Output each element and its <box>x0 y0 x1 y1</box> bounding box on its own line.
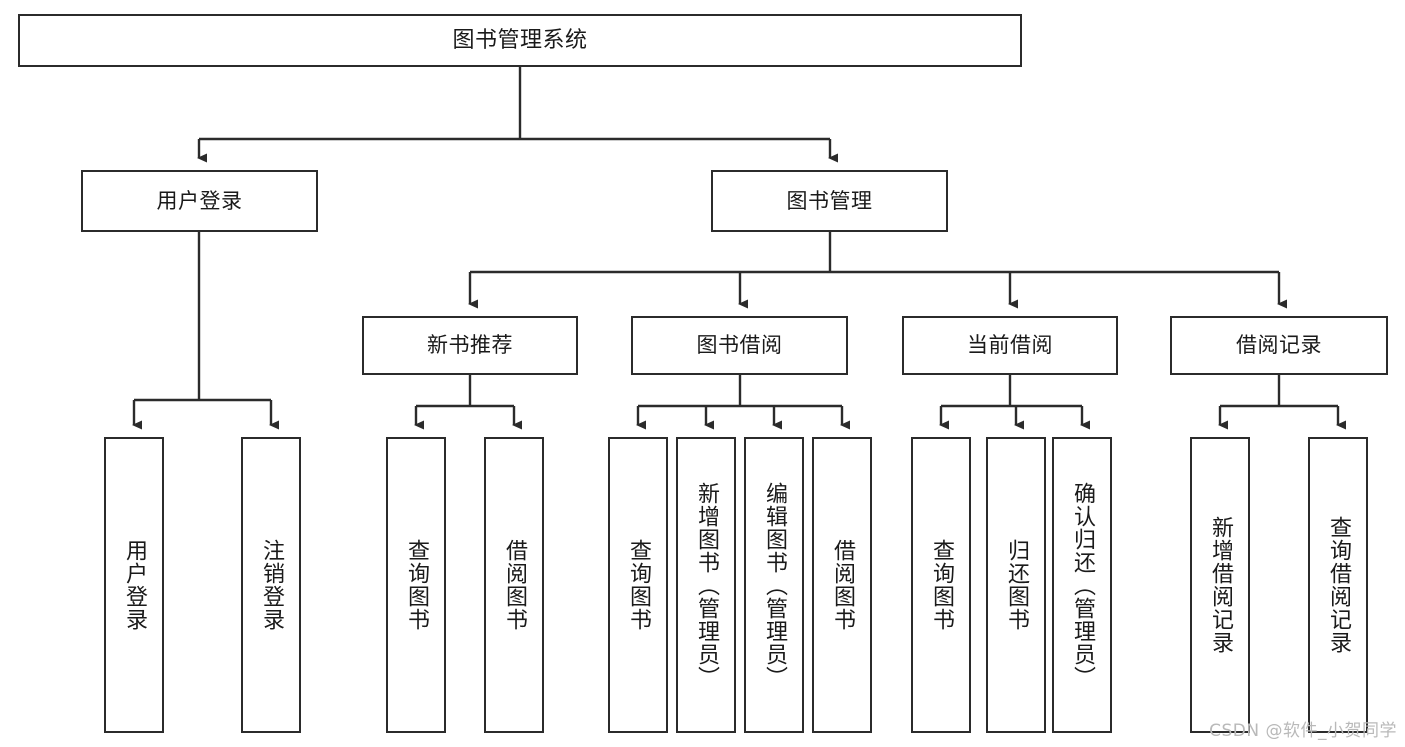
node-leaf-edit-book-label: 编辑图书（管理员） <box>761 481 787 689</box>
node-leaf-return-book-label: 归还图书 <box>1003 539 1029 631</box>
node-book-borrow-label: 图书借阅 <box>696 333 783 358</box>
node-leaf-borrow-book-rec-label: 借阅图书 <box>501 539 527 631</box>
node-leaf-query-record[interactable]: 查询借阅记录 <box>1308 437 1368 733</box>
node-leaf-user-login-label: 用户登录 <box>121 539 147 631</box>
node-leaf-query-book-b-label: 查询图书 <box>625 539 651 631</box>
node-leaf-confirm-return[interactable]: 确认归还（管理员） <box>1052 437 1112 733</box>
node-new-book-rec[interactable]: 新书推荐 <box>362 316 578 375</box>
node-book-manage-label: 图书管理 <box>786 188 873 213</box>
node-leaf-borrow-book-rec[interactable]: 借阅图书 <box>484 437 544 733</box>
node-leaf-confirm-return-label: 确认归还（管理员） <box>1069 481 1095 689</box>
node-leaf-logout-label: 注销登录 <box>258 539 284 631</box>
node-leaf-borrow-book-b-label: 借阅图书 <box>829 539 855 631</box>
node-leaf-borrow-book-b[interactable]: 借阅图书 <box>812 437 872 733</box>
node-leaf-query-book-rec[interactable]: 查询图书 <box>386 437 446 733</box>
node-leaf-query-book-c[interactable]: 查询图书 <box>911 437 971 733</box>
node-borrow-record-label: 借阅记录 <box>1236 333 1322 358</box>
node-current-borrow[interactable]: 当前借阅 <box>902 316 1118 375</box>
node-leaf-return-book[interactable]: 归还图书 <box>986 437 1046 733</box>
node-book-manage[interactable]: 图书管理 <box>711 170 948 232</box>
node-root-label: 图书管理系统 <box>452 27 588 53</box>
node-borrow-record[interactable]: 借阅记录 <box>1170 316 1388 375</box>
node-current-borrow-label: 当前借阅 <box>967 333 1053 358</box>
node-book-borrow[interactable]: 图书借阅 <box>631 316 848 375</box>
node-leaf-add-record[interactable]: 新增借阅记录 <box>1190 437 1250 733</box>
node-leaf-add-book-label: 新增图书（管理员） <box>693 481 719 689</box>
node-user-login[interactable]: 用户登录 <box>81 170 318 232</box>
node-leaf-add-book[interactable]: 新增图书（管理员） <box>676 437 736 733</box>
node-root[interactable]: 图书管理系统 <box>18 14 1022 67</box>
node-leaf-query-book-c-label: 查询图书 <box>928 539 954 631</box>
node-leaf-query-book-rec-label: 查询图书 <box>403 539 429 631</box>
node-leaf-edit-book[interactable]: 编辑图书（管理员） <box>744 437 804 733</box>
node-leaf-user-login[interactable]: 用户登录 <box>104 437 164 733</box>
node-new-book-rec-label: 新书推荐 <box>427 333 513 358</box>
node-leaf-query-book-b[interactable]: 查询图书 <box>608 437 668 733</box>
node-leaf-query-record-label: 查询借阅记录 <box>1325 516 1351 654</box>
node-user-login-label: 用户登录 <box>156 188 243 213</box>
node-leaf-add-record-label: 新增借阅记录 <box>1207 516 1233 654</box>
node-leaf-logout[interactable]: 注销登录 <box>241 437 301 733</box>
